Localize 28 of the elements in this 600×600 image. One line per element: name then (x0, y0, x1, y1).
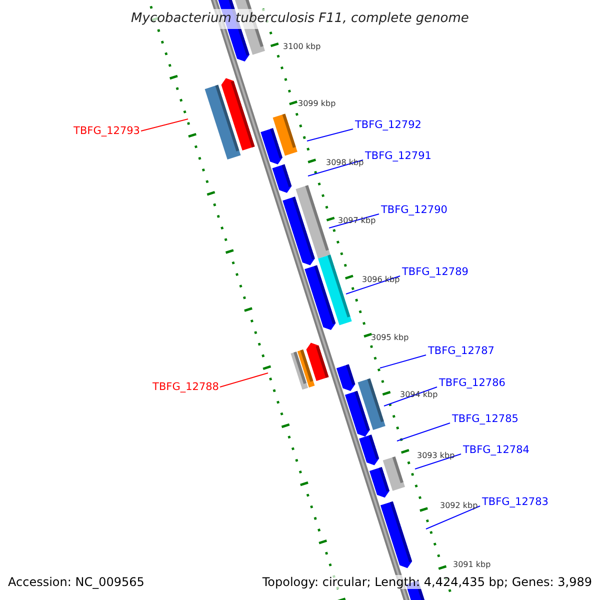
leader-line (308, 160, 364, 176)
gene-label: TBFG_12786 (439, 376, 506, 390)
scale-label: 3093 kbp (417, 451, 455, 461)
scale-label: 3095 kbp (371, 333, 409, 343)
gene-label: TBFG_12785 (452, 412, 518, 426)
genome-info-label: Topology: circular; Length: 4,424,435 bp; Genes: 3,989 (262, 575, 592, 589)
gene-label: TBFG_12793 (74, 124, 140, 138)
scale-label: 3099 kbp (298, 99, 336, 109)
leader-line (346, 276, 400, 294)
gene-label: TBFG_12787 (428, 344, 494, 358)
leader-line (380, 354, 426, 368)
scale-label: 3100 kbp (283, 42, 321, 52)
gene-label: TBFG_12792 (355, 118, 422, 132)
gene-label: TBFG_12783 (482, 495, 548, 509)
accession-label: Accession: NC_009565 (8, 575, 144, 589)
leader-line (306, 128, 354, 142)
leader-line (426, 506, 480, 530)
scale-label: 3092 kbp (440, 501, 478, 511)
gene-label: TBFG_12788 (152, 380, 219, 394)
scale-label: 3091 kbp (453, 560, 491, 570)
gene-label: TBFG_12791 (365, 149, 432, 163)
gene-label: TBFG_12790 (381, 203, 448, 217)
gene-label: TBFG_12784 (463, 443, 530, 457)
leader-line (220, 372, 268, 388)
leader-line (414, 454, 462, 470)
leader-line (140, 118, 188, 132)
leader-line (396, 422, 450, 442)
gene-label: TBFG_12789 (402, 265, 468, 279)
